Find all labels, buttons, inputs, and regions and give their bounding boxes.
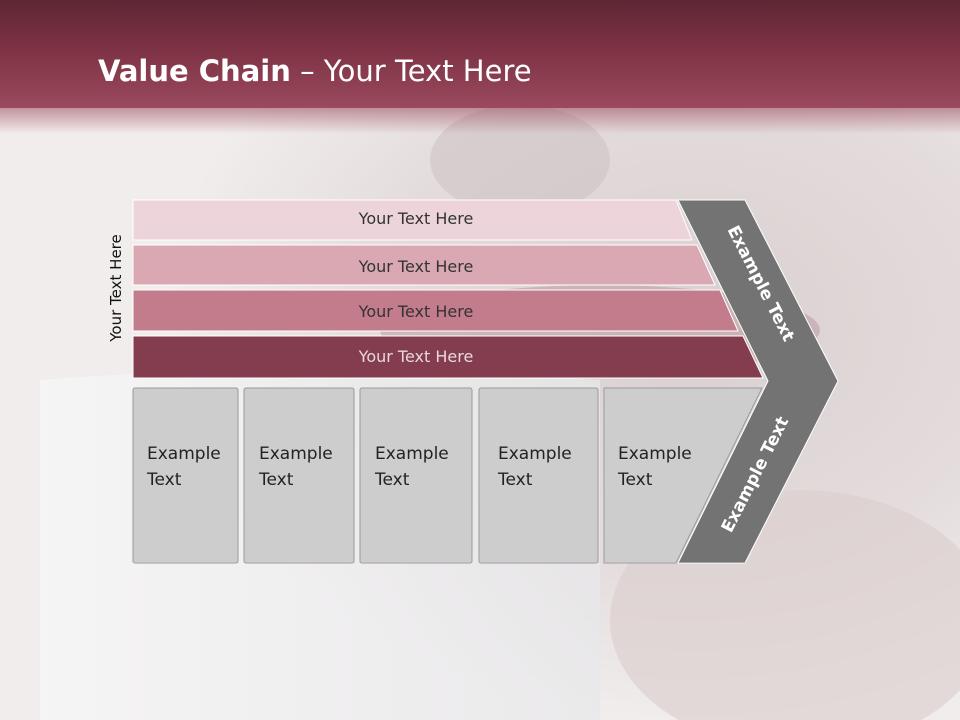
box-1: Example Text bbox=[132, 387, 239, 564]
reflection-box-4 bbox=[478, 562, 599, 720]
reflection-box-5 bbox=[603, 562, 754, 720]
diagram-reflection: Example Text Example Text Example Text E… bbox=[132, 562, 801, 720]
box-4: Example Text bbox=[478, 387, 599, 564]
bar-2-shape bbox=[132, 244, 716, 286]
box-5-line2: Text bbox=[617, 470, 653, 490]
box-2-line1: Example bbox=[259, 444, 333, 464]
reflection-box-2 bbox=[243, 562, 355, 720]
bar-2: Your Text Here bbox=[132, 244, 716, 286]
box-1-line1: Example bbox=[147, 444, 221, 464]
reflection-box-3-line1: Example bbox=[375, 662, 449, 682]
reflection-box-3-line2: Text bbox=[374, 636, 410, 656]
reflection-box-4-line2: Text bbox=[497, 636, 533, 656]
reflection-box-5-line1: Example bbox=[618, 662, 692, 682]
header-fade bbox=[0, 108, 960, 134]
box-4-shape bbox=[478, 387, 599, 564]
box-1-line2: Text bbox=[146, 470, 182, 490]
reflection-box-1-line2: Text bbox=[146, 636, 182, 656]
title-rest: – Your Text Here bbox=[290, 54, 532, 88]
bar-1: Your Text Here bbox=[132, 199, 693, 241]
reflection-box-2-line2: Text bbox=[258, 636, 294, 656]
reflection-box-4-line1: Example bbox=[498, 662, 572, 682]
header-bar bbox=[0, 0, 960, 108]
title-bold: Value Chain bbox=[98, 54, 291, 88]
box-2: Example Text bbox=[243, 387, 355, 564]
box-3-line1: Example bbox=[375, 444, 449, 464]
box-4-line1: Example bbox=[498, 444, 572, 464]
bar-1-shape bbox=[132, 199, 693, 241]
page-title: Value Chain – Your Text Here bbox=[98, 54, 532, 88]
reflection-box-5-line2: Text bbox=[617, 636, 653, 656]
bar-3-shape bbox=[132, 289, 739, 332]
reflection-box-1 bbox=[132, 562, 239, 720]
reflection-chevron bbox=[676, 562, 801, 672]
box-2-line2: Text bbox=[258, 470, 294, 490]
reflection-boxes bbox=[132, 562, 801, 720]
reflection-box-1-line1: Example bbox=[147, 662, 221, 682]
reflection-box-3 bbox=[359, 562, 473, 720]
bar-2-label: Your Text Here bbox=[358, 257, 474, 276]
box-3-line2: Text bbox=[374, 470, 410, 490]
box-5-line1: Example bbox=[618, 444, 692, 464]
box-3: Example Text bbox=[359, 387, 473, 564]
bar-3: Your Text Here bbox=[132, 289, 739, 332]
bar-4: Your Text Here bbox=[132, 335, 764, 379]
box-5: Example Text bbox=[603, 387, 763, 564]
bar-1-label: Your Text Here bbox=[358, 209, 474, 228]
reflection-box-2-line1: Example bbox=[259, 662, 333, 682]
bar-3-label: Your Text Here bbox=[358, 302, 474, 321]
bar-4-label: Your Text Here bbox=[358, 347, 474, 366]
bar-4-shape bbox=[132, 335, 764, 379]
box-4-line2: Text bbox=[497, 470, 533, 490]
